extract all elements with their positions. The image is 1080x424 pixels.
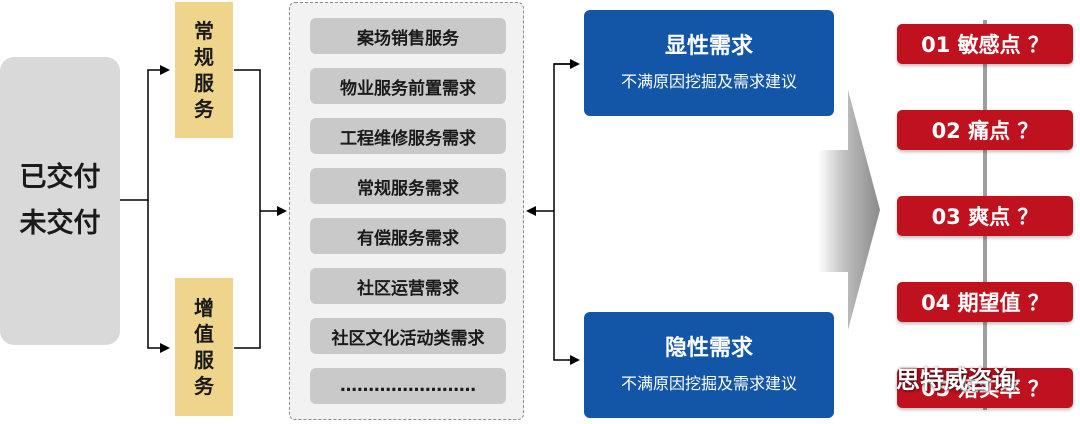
wechat-icon: [850, 363, 889, 392]
service-need-item: ……………………: [310, 368, 506, 404]
watermark-text: 思特威咨询: [896, 366, 1016, 394]
explicit-need-title: 显性需求: [664, 34, 753, 59]
point-pain: 02 痛点 ？: [897, 110, 1073, 150]
value-added-service-char: 增: [194, 296, 214, 320]
service-need-item: 物业服务前置需求: [310, 68, 506, 104]
connector-status-bracket-lower: [147, 200, 170, 353]
point-delight: 03 爽点 ？: [897, 196, 1073, 236]
service-need-item: 社区运营需求: [310, 268, 506, 304]
regular-service-char: 常: [194, 19, 214, 43]
connector-types-bracket: [234, 69, 261, 349]
status-delivered: 已交付: [19, 162, 101, 193]
service-need-item: 有偿服务需求: [310, 218, 506, 254]
point-sensitive: 01 敏感点 ？: [897, 24, 1073, 64]
regular-service-box: 常 规 服 务: [175, 2, 233, 138]
point-expectation: 04 期望值 ？: [897, 282, 1073, 322]
service-needs-panel: [289, 2, 524, 420]
value-added-service-char: 务: [194, 374, 214, 398]
regular-service-char: 服: [194, 71, 214, 95]
implicit-need-title: 隐性需求: [664, 336, 753, 361]
implicit-need-subtitle: 不满原因挖掘及需求建议: [620, 374, 797, 393]
service-need-item: 案场销售服务: [310, 18, 506, 54]
regular-service-char: 规: [194, 45, 214, 69]
service-need-item: 工程维修服务需求: [310, 118, 506, 154]
connector-needs-bracket: [553, 63, 580, 365]
point-implementation-rate: 05 落实率 ？: [897, 368, 1073, 408]
value-added-service-box: 增 值 服 务: [175, 278, 233, 416]
explicit-need-box: 显性需求 不满原因挖掘及需求建议: [584, 10, 834, 116]
big-chevron-arrow: [818, 90, 880, 330]
status-undelivered: 未交付: [19, 208, 101, 239]
service-need-item: 常规服务需求: [310, 168, 506, 204]
watermark: 思特威咨询: [850, 360, 1016, 395]
connector-status-bracket: [120, 65, 170, 201]
delivery-status-box: 已交付 未交付: [0, 57, 120, 345]
value-added-service-char: 值: [194, 322, 214, 346]
implicit-need-box: 隐性需求 不满原因挖掘及需求建议: [584, 312, 834, 418]
regular-service-char: 务: [194, 97, 214, 121]
explicit-need-subtitle: 不满原因挖掘及需求建议: [620, 72, 797, 91]
value-added-service-char: 服: [194, 348, 214, 372]
service-need-item: 社区文化活动类需求: [310, 318, 506, 354]
